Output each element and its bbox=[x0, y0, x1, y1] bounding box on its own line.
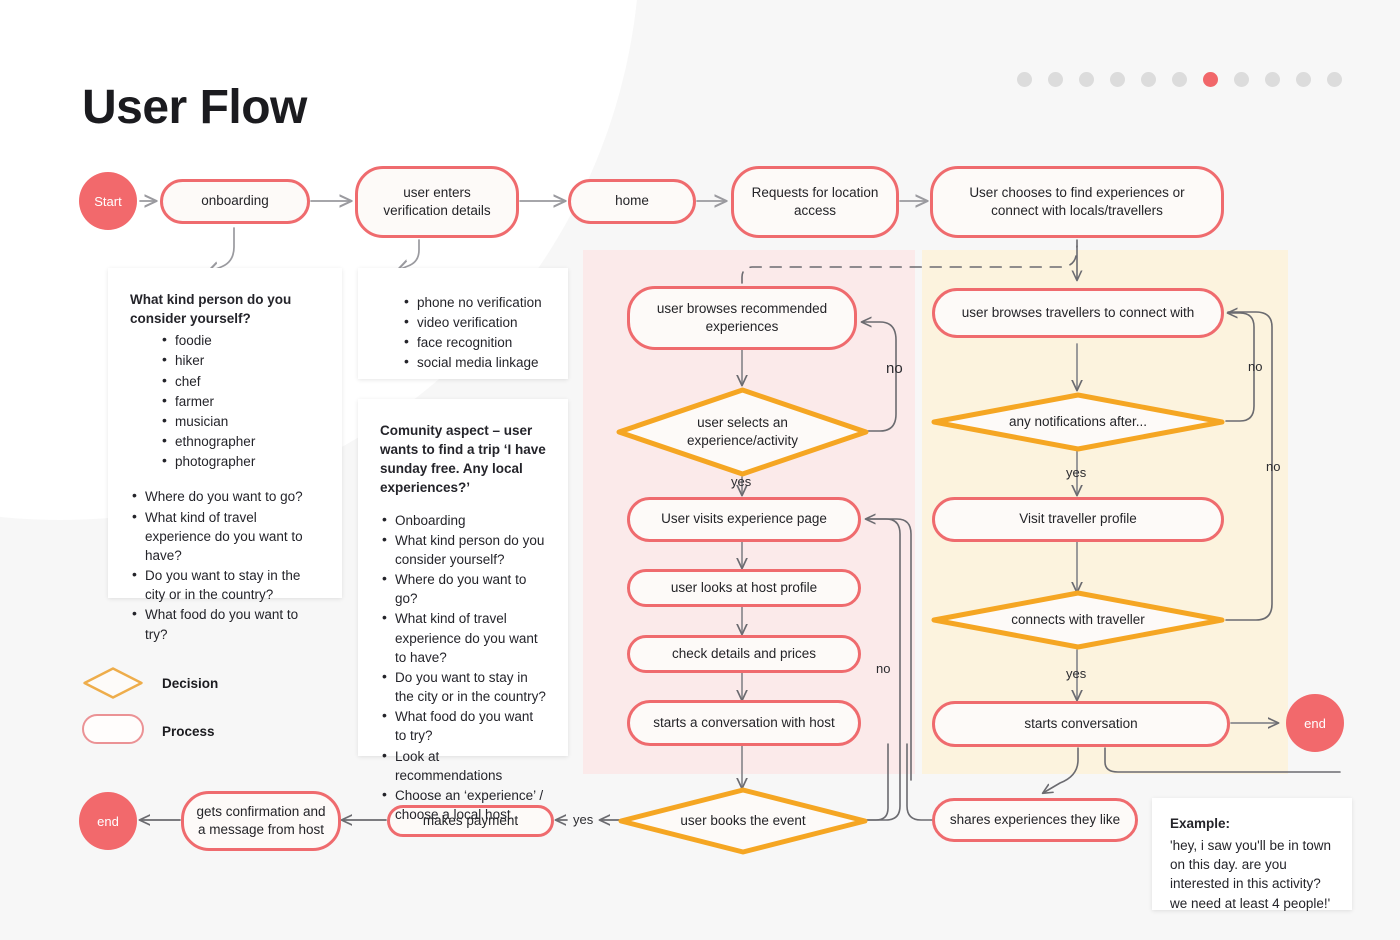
list-item: Onboarding bbox=[380, 510, 546, 530]
pagination-dot[interactable] bbox=[1079, 72, 1094, 87]
node-starts-conversation-with-host[interactable]: starts a conversation with host bbox=[627, 700, 861, 746]
decision-user-selects-experience[interactable]: user selects an experience/activity bbox=[615, 386, 870, 478]
decision-label: user books the event bbox=[680, 813, 806, 829]
list-item: Do you want to stay in the city or in th… bbox=[380, 667, 546, 706]
card-verification-methods: phone no verification video verification… bbox=[358, 268, 568, 379]
list-item: chef bbox=[160, 371, 320, 391]
edge-label-yes-connects: yes bbox=[1066, 666, 1087, 681]
pagination-dot[interactable] bbox=[1110, 72, 1125, 87]
list-item: What kind person do you consider yoursel… bbox=[380, 530, 546, 569]
node-check-details-and-prices[interactable]: check details and prices bbox=[627, 635, 861, 673]
legend: Decision Process bbox=[82, 662, 218, 758]
community-list: Onboarding What kind person do you consi… bbox=[380, 510, 546, 825]
example-body: 'hey, i saw you'll be in town on this da… bbox=[1170, 838, 1331, 911]
node-starts-conversation[interactable]: starts conversation bbox=[932, 701, 1230, 747]
edge-label-no-connects: no bbox=[1266, 459, 1281, 474]
pagination-dot[interactable] bbox=[1172, 72, 1187, 87]
list-item: Where do you want to go? bbox=[130, 486, 320, 506]
decision-user-books-event[interactable]: user books the event bbox=[617, 787, 869, 855]
node-user-chooses-path[interactable]: User chooses to find experiences or conn… bbox=[930, 166, 1224, 238]
spacer bbox=[130, 472, 320, 486]
edge-label-yes-notifications: yes bbox=[1066, 465, 1087, 480]
card-heading: What kind person do you consider yoursel… bbox=[130, 292, 292, 327]
list-item: ethnographer bbox=[160, 431, 320, 451]
pagination-dots[interactable] bbox=[1017, 72, 1342, 87]
node-onboarding[interactable]: onboarding bbox=[160, 179, 310, 224]
verification-list: phone no verification video verification… bbox=[402, 292, 546, 373]
node-user-visits-experience-page[interactable]: User visits experience page bbox=[627, 497, 861, 542]
pagination-dot-active[interactable] bbox=[1203, 72, 1218, 87]
list-item: What kind of travel experience do you wa… bbox=[130, 507, 320, 565]
edge-label-yes-experiences: yes bbox=[731, 474, 752, 489]
pagination-dot[interactable] bbox=[1048, 72, 1063, 87]
decision-label: user selects an experience/activity bbox=[686, 415, 799, 448]
list-item: social media linkage bbox=[402, 352, 546, 372]
pagination-dot[interactable] bbox=[1141, 72, 1156, 87]
node-home[interactable]: home bbox=[568, 179, 696, 224]
list-item: Where do you want to go? bbox=[380, 569, 546, 608]
decision-connects-with-traveller[interactable]: connects with traveller bbox=[930, 590, 1226, 650]
legend-label: Decision bbox=[162, 675, 219, 691]
card-community-aspect: Comunity aspect – user wants to find a t… bbox=[358, 399, 568, 822]
legend-item-process: Process bbox=[82, 710, 218, 752]
persona-question-list: Where do you want to go? What kind of tr… bbox=[130, 486, 320, 643]
edge-label-no-books: no bbox=[876, 661, 891, 676]
pagination-dot[interactable] bbox=[1296, 72, 1311, 87]
pagination-dot[interactable] bbox=[1327, 72, 1342, 87]
list-item: video verification bbox=[402, 312, 546, 332]
persona-type-list: foodie hiker chef farmer musician ethnog… bbox=[160, 330, 320, 471]
list-item: photographer bbox=[160, 451, 320, 471]
list-item: hiker bbox=[160, 350, 320, 370]
list-item: face recognition bbox=[402, 332, 546, 352]
decision-label: any notifications after... bbox=[1008, 414, 1148, 430]
decision-label: connects with traveller bbox=[1011, 612, 1145, 628]
page-title: User Flow bbox=[82, 81, 307, 134]
list-item: Choose an ‘experience’ / choose a local … bbox=[380, 785, 546, 824]
pagination-dot[interactable] bbox=[1017, 72, 1032, 87]
edge-label-no-experiences: no bbox=[886, 360, 903, 377]
node-user-browses-travellers[interactable]: user browses travellers to connect with bbox=[932, 288, 1224, 338]
spacer bbox=[380, 501, 546, 510]
list-item: Do you want to stay in the city or in th… bbox=[130, 565, 320, 604]
legend-item-decision: Decision bbox=[82, 662, 218, 704]
node-shares-experiences[interactable]: shares experiences they like bbox=[932, 798, 1138, 842]
list-item: foodie bbox=[160, 330, 320, 350]
node-user-looks-at-host-profile[interactable]: user looks at host profile bbox=[627, 569, 861, 607]
list-item: phone no verification bbox=[402, 292, 546, 312]
pagination-dot[interactable] bbox=[1265, 72, 1280, 87]
card-example-message: Example: 'hey, i saw you'll be in town o… bbox=[1152, 798, 1352, 911]
list-item: musician bbox=[160, 411, 320, 431]
node-gets-confirmation[interactable]: gets confirmation and a message from hos… bbox=[181, 791, 341, 851]
node-visit-traveller-profile[interactable]: Visit traveller profile bbox=[932, 497, 1224, 542]
list-item: What kind of travel experience do you wa… bbox=[380, 608, 546, 666]
card-persona-questions: What kind person do you consider yoursel… bbox=[108, 268, 342, 642]
node-user-enters-verification-details[interactable]: user enters verification details bbox=[355, 166, 519, 238]
decision-any-notifications[interactable]: any notifications after... bbox=[930, 392, 1226, 452]
edge-label-no-notifications: no bbox=[1248, 359, 1263, 374]
node-requests-location-access[interactable]: Requests for location access bbox=[731, 166, 899, 238]
pagination-dot[interactable] bbox=[1234, 72, 1249, 87]
process-shape-icon bbox=[82, 714, 144, 748]
list-item: What food do you want to try? bbox=[130, 604, 320, 643]
list-item: farmer bbox=[160, 391, 320, 411]
card-heading: Comunity aspect – user wants to find a t… bbox=[380, 423, 546, 496]
terminator-end-booking[interactable]: end bbox=[79, 792, 137, 850]
legend-label: Process bbox=[162, 723, 215, 739]
list-item: Look at recommendations bbox=[380, 745, 546, 785]
edge-label-yes-books: yes bbox=[573, 812, 594, 827]
terminator-end-travellers[interactable]: end bbox=[1286, 694, 1344, 752]
terminator-start[interactable]: Start bbox=[79, 172, 137, 230]
card-heading: Example: bbox=[1170, 816, 1231, 831]
list-item: What food do you want to try? bbox=[380, 706, 546, 745]
node-user-browses-recommended-experiences[interactable]: user browses recommended experiences bbox=[627, 286, 857, 350]
decision-shape-icon bbox=[82, 666, 144, 700]
